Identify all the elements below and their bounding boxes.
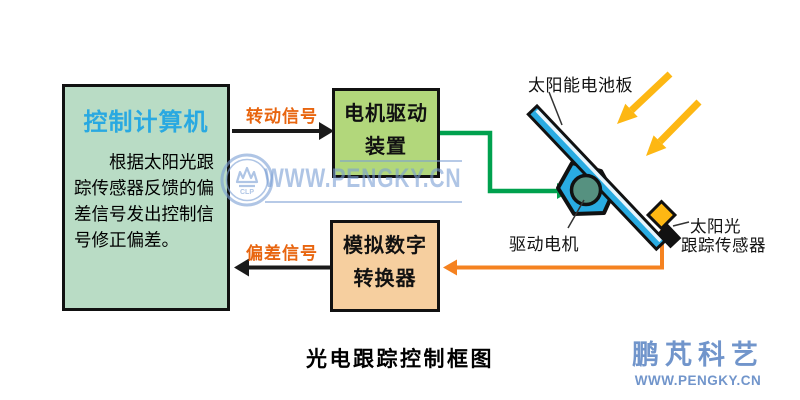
adc-label-line1: 模拟数字 [343,235,427,257]
brand-url: WWW.PENGKY.CN [634,373,762,388]
adc-label: 模拟数字 转换器 [333,223,437,296]
drive-motor-label: 驱动电机 [509,235,579,254]
adc-box: 模拟数字 转换器 [330,220,440,312]
control-computer-description: 根据太阳光跟 踪传感器反馈的偏 差信号发出控制信 号修正偏差。 [74,149,219,253]
drive-motor-shape [569,173,603,207]
description-line: 差信号发出控制信 [74,204,214,224]
solar-panel-label: 太阳能电池板 [528,76,633,95]
drive-power-arrow [440,130,571,199]
control-computer-title: 控制计算机 [83,109,209,136]
control-computer-box: 控制计算机 根据太阳光跟 踪传感器反馈的偏 差信号发出控制信 号修正偏差。 [62,84,230,311]
sun-tracking-sensor-shape [645,199,678,231]
description-line: 根据太阳光跟 [109,152,214,172]
motor-drive-box: 电机驱动 装置 [332,88,440,178]
rotation-signal-label: 转动信号 [246,107,318,126]
brand-name: 鹏芃科艺 [632,340,764,370]
sun-ray-icons [617,71,702,156]
deviation-signal-label: 偏差信号 [246,244,318,263]
brand-block: 鹏芃科艺 WWW.PENGKY.CN [618,333,778,388]
motor-drive-label-line1: 电机驱动 [344,103,428,125]
description-line: 号修正偏差。 [74,230,179,250]
description-line: 踪传感器反馈的偏 [74,178,214,198]
label-pointer-lines [548,91,690,229]
sun-tracking-sensor-label: 太阳光 跟踪传感器 [681,218,766,256]
deviation-signal-arrow [234,258,330,277]
sensor-label-line2: 跟踪传感器 [681,237,766,255]
sensor-bracket-shape [656,223,682,249]
adc-label-line2: 转换器 [353,268,417,290]
solar-panel-shape [526,103,668,252]
motor-drive-label: 电机驱动 装置 [335,91,437,164]
diagram-caption: 光电跟踪控制框图 [306,348,494,371]
motor-drive-label-line2: 装置 [365,136,407,158]
sensor-label-line1: 太阳光 [690,218,741,236]
rotation-signal-arrow [232,122,334,140]
